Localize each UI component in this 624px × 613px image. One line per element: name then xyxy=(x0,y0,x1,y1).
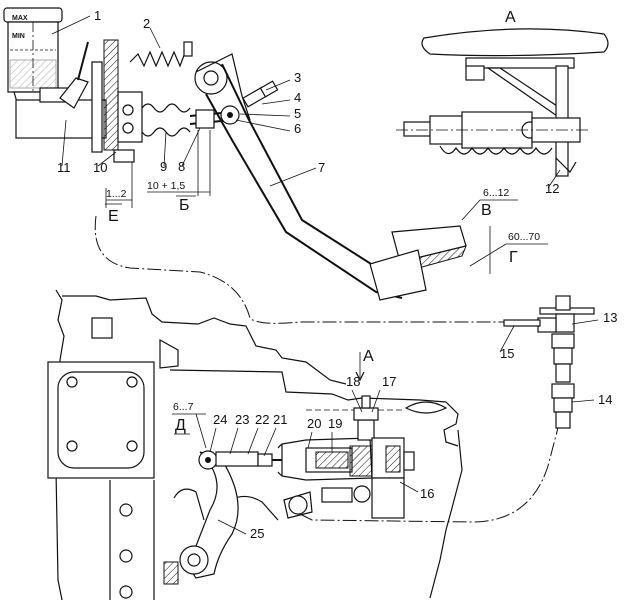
push-rod-boot xyxy=(141,103,233,137)
callout-c22: 22 xyxy=(255,412,269,427)
callout-c20: 20 xyxy=(307,416,321,431)
callout-c21: 21 xyxy=(273,412,287,427)
dimension-d3: 6...12 xyxy=(483,187,509,199)
section-label-s1: Е xyxy=(108,208,119,225)
callout-c24: 24 xyxy=(213,412,227,427)
lower-dimension-lines xyxy=(172,413,207,449)
reservoir-min-label: MIN xyxy=(12,33,25,40)
section-label-s2: Б xyxy=(179,197,190,214)
section-label-s4: Г xyxy=(509,249,518,266)
dimension-d2: 10 + 1,5 xyxy=(147,180,185,192)
callout-c15: 15 xyxy=(500,346,514,361)
callout-c10: 10 xyxy=(93,160,107,175)
dimension-d4: 60...70 xyxy=(508,231,540,243)
section-label-s6: А xyxy=(505,9,516,26)
callout-c25: 25 xyxy=(250,526,264,541)
view-a-bracket xyxy=(396,28,609,177)
callout-c12: 12 xyxy=(545,181,559,196)
slave-cylinder xyxy=(281,395,415,519)
callout-c1: 1 xyxy=(94,8,101,23)
callout-numbers: 1234567891011121314151617181920212223242… xyxy=(57,8,617,541)
callout-c7: 7 xyxy=(318,160,325,175)
view-markers xyxy=(355,352,365,382)
callout-c4: 4 xyxy=(294,90,301,105)
callout-c16: 16 xyxy=(420,486,434,501)
lower-leader-lines xyxy=(209,389,419,535)
callout-c17: 17 xyxy=(382,374,396,389)
pedal-adjuster xyxy=(242,80,279,108)
upper-leader-lines xyxy=(51,15,561,189)
reservoir-max-label: MAX xyxy=(12,15,28,22)
master-cylinder xyxy=(15,39,143,163)
callout-c3: 3 xyxy=(294,70,301,85)
hose-fittings xyxy=(499,295,599,429)
section-label-s5: Д xyxy=(175,417,186,434)
callout-c6: 6 xyxy=(294,121,301,136)
return-spring xyxy=(129,41,193,68)
callout-c2: 2 xyxy=(143,16,150,31)
dimension-d5: 6...7 xyxy=(173,401,194,413)
clutch-pedal xyxy=(194,53,467,301)
callout-c23: 23 xyxy=(235,412,249,427)
upper-dimension-lines xyxy=(105,130,548,274)
callout-c13: 13 xyxy=(603,310,617,325)
dimension-d1: 1...2 xyxy=(106,188,127,200)
section-labels: Е Б В Г Д А А xyxy=(108,9,518,434)
callout-c5: 5 xyxy=(294,106,301,121)
callout-c19: 19 xyxy=(328,416,342,431)
callout-c18: 18 xyxy=(346,374,360,389)
release-fork xyxy=(163,451,239,585)
section-label-s3: В xyxy=(481,202,492,219)
section-label-s7: А xyxy=(363,348,374,365)
callout-c9: 9 xyxy=(160,159,167,174)
callout-c14: 14 xyxy=(598,392,612,407)
callout-c8: 8 xyxy=(178,159,185,174)
callout-c11: 11 xyxy=(57,160,71,175)
clutch-housing xyxy=(47,289,463,601)
dimension-texts: 1...2 10 + 1,5 6...12 60...70 6...7 xyxy=(106,180,540,413)
